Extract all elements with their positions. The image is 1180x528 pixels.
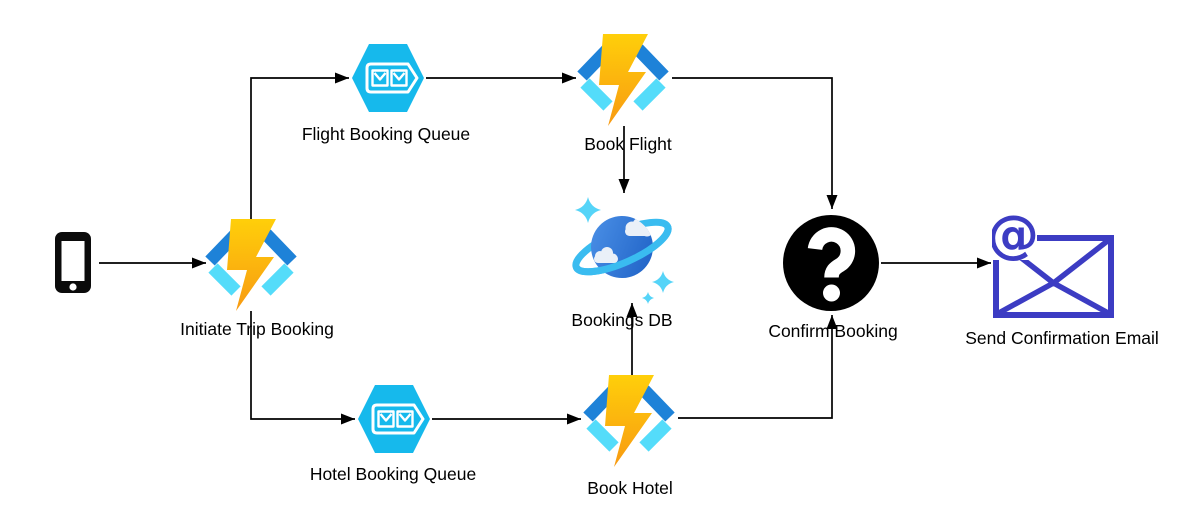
bracket-left-light (208, 263, 241, 296)
bracket-right-light (261, 263, 294, 296)
service-bus-queue-icon (352, 44, 424, 112)
node-hotel-booking-queue (357, 384, 431, 459)
phone-home-button (69, 283, 77, 291)
queue-plate (365, 62, 419, 94)
node-book-hotel (580, 375, 678, 472)
edge-book-hotel-to-confirm-booking (678, 315, 838, 419)
bracket-right-dark (261, 229, 297, 266)
label-send-confirmation-email: Send Confirmation Email (965, 328, 1159, 348)
smartphone-icon (55, 232, 91, 293)
azure-function-icon (577, 34, 669, 126)
sparkle-icon (575, 197, 601, 223)
node-confirm-booking (782, 214, 880, 317)
envelope-body (993, 235, 1114, 318)
queue-plate (371, 403, 425, 435)
node-flight-booking-queue (351, 43, 425, 118)
node-initiate-trip-booking (202, 219, 300, 316)
at-backing (992, 208, 1037, 260)
lightning-bolt (605, 375, 654, 467)
label-book-hotel: Book Hotel (587, 478, 673, 498)
queue-envelope-1 (377, 410, 395, 428)
label-hotel-booking-queue: Hotel Booking Queue (309, 464, 477, 484)
question-mark-dot (823, 284, 840, 302)
question-circle-icon (783, 215, 879, 311)
node-book-flight (574, 34, 672, 131)
edge-initiate-to-flight-queue (250, 72, 349, 219)
label-confirm-booking: Confirm Booking (768, 321, 898, 341)
queue-envelope-1 (371, 69, 389, 87)
email-at-icon: @ (987, 205, 1114, 318)
at-symbol-icon: @ (992, 208, 1039, 265)
planet-ring-front (573, 225, 672, 276)
azure-function-icon (205, 219, 297, 311)
phone-screen (61, 241, 85, 281)
cosmos-db-icon (572, 197, 674, 304)
edge-book-flight-to-confirm-booking (672, 77, 838, 209)
node-client (54, 231, 92, 299)
question-mark-icon (807, 227, 856, 278)
queue-envelope-2 (390, 69, 408, 87)
lightning-bolt (599, 34, 648, 126)
queue-envelope-2 (396, 410, 414, 428)
label-bookings-db: Bookings DB (571, 310, 673, 330)
azure-function-icon (583, 375, 675, 467)
label-initiate-trip-booking: Initiate Trip Booking (180, 319, 334, 339)
planet-clouds (594, 217, 653, 263)
edge-initiate-to-hotel-queue (250, 311, 355, 425)
sparkle-icon (642, 292, 654, 304)
node-send-confirmation-email: @ (987, 205, 1114, 325)
label-flight-booking-queue: Flight Booking Queue (301, 124, 471, 144)
sparkle-icon (652, 271, 674, 293)
node-bookings-db (566, 194, 678, 313)
service-bus-queue-icon (358, 385, 430, 453)
lightning-bolt (227, 219, 276, 311)
label-book-flight: Book Flight (584, 134, 672, 154)
